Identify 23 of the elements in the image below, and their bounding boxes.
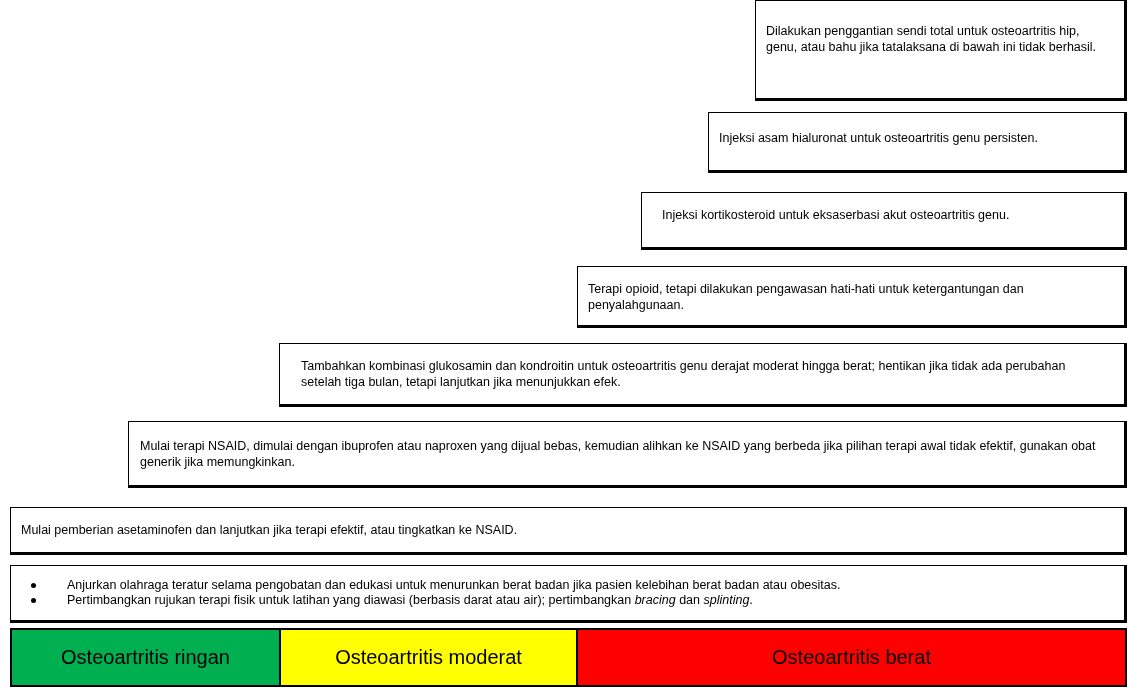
step-box bbox=[279, 343, 1127, 407]
step-box bbox=[577, 266, 1127, 328]
step-box bbox=[641, 192, 1127, 250]
bullet-text: Pertimbangkan rujukan terapi fisik untuk latihan yang diawasi (berbasis darat atau air); pertimbangkan bracing dan splinting. bbox=[67, 593, 753, 607]
step-box bbox=[128, 421, 1127, 488]
step-box bbox=[755, 0, 1127, 101]
step-text: Mulai terapi NSAID, dimulai dengan ibuprofen atau naproxen yang dijual bebas, kemudian alihkan ke NSAID yang berbeda jika pilihan terapi awal tidak efektif, gunakan obat generik jika memungkinkan. bbox=[140, 438, 1097, 470]
step-text: Terapi opioid, tetapi dilakukan pengawasan hati-hati untuk ketergantungan dan penyalahgunaan. bbox=[588, 281, 1025, 313]
step-box bbox=[10, 507, 1127, 555]
severity-label: Osteoartritis ringan bbox=[61, 646, 230, 669]
severity-label: Osteoartritis moderat bbox=[335, 646, 522, 669]
step-text: Injeksi asam hialuronat untuk osteoartritis genu persisten. bbox=[719, 130, 1039, 146]
step-text: Mulai pemberian asetaminofen dan lanjutkan jika terapi efektif, atau tingkatkan ke NSAID. bbox=[21, 522, 519, 538]
severity-label: Osteoartritis berat bbox=[772, 646, 931, 669]
step-text: Dilakukan penggantian sendi total untuk osteoartritis hip, genu, atau bahu jika tatalaksana di bawah ini tidak berhasil. bbox=[766, 23, 1098, 55]
step-text: Injeksi kortikosteroid untuk eksaserbasi akut osteoartritis genu. bbox=[662, 207, 1011, 223]
step-box bbox=[708, 112, 1127, 173]
severity-bar bbox=[576, 628, 1127, 687]
step-text: Tambahkan kombinasi glukosamin dan kondroitin untuk osteoartritis genu derajat moderat hingga berat; hentikan jika tidak ada perubahan setelah tiga bulan, tetapi lanjutkan jika menunjukkan efek. bbox=[301, 358, 1067, 390]
severity-bar bbox=[279, 628, 578, 687]
severity-bar bbox=[10, 628, 281, 687]
bullet-text: Anjurkan olahraga teratur selama pengobatan dan edukasi untuk menurunkan berat badan jika pasien kelebihan berat badan atau obesitas. bbox=[67, 578, 841, 592]
step-box bbox=[10, 565, 1127, 623]
